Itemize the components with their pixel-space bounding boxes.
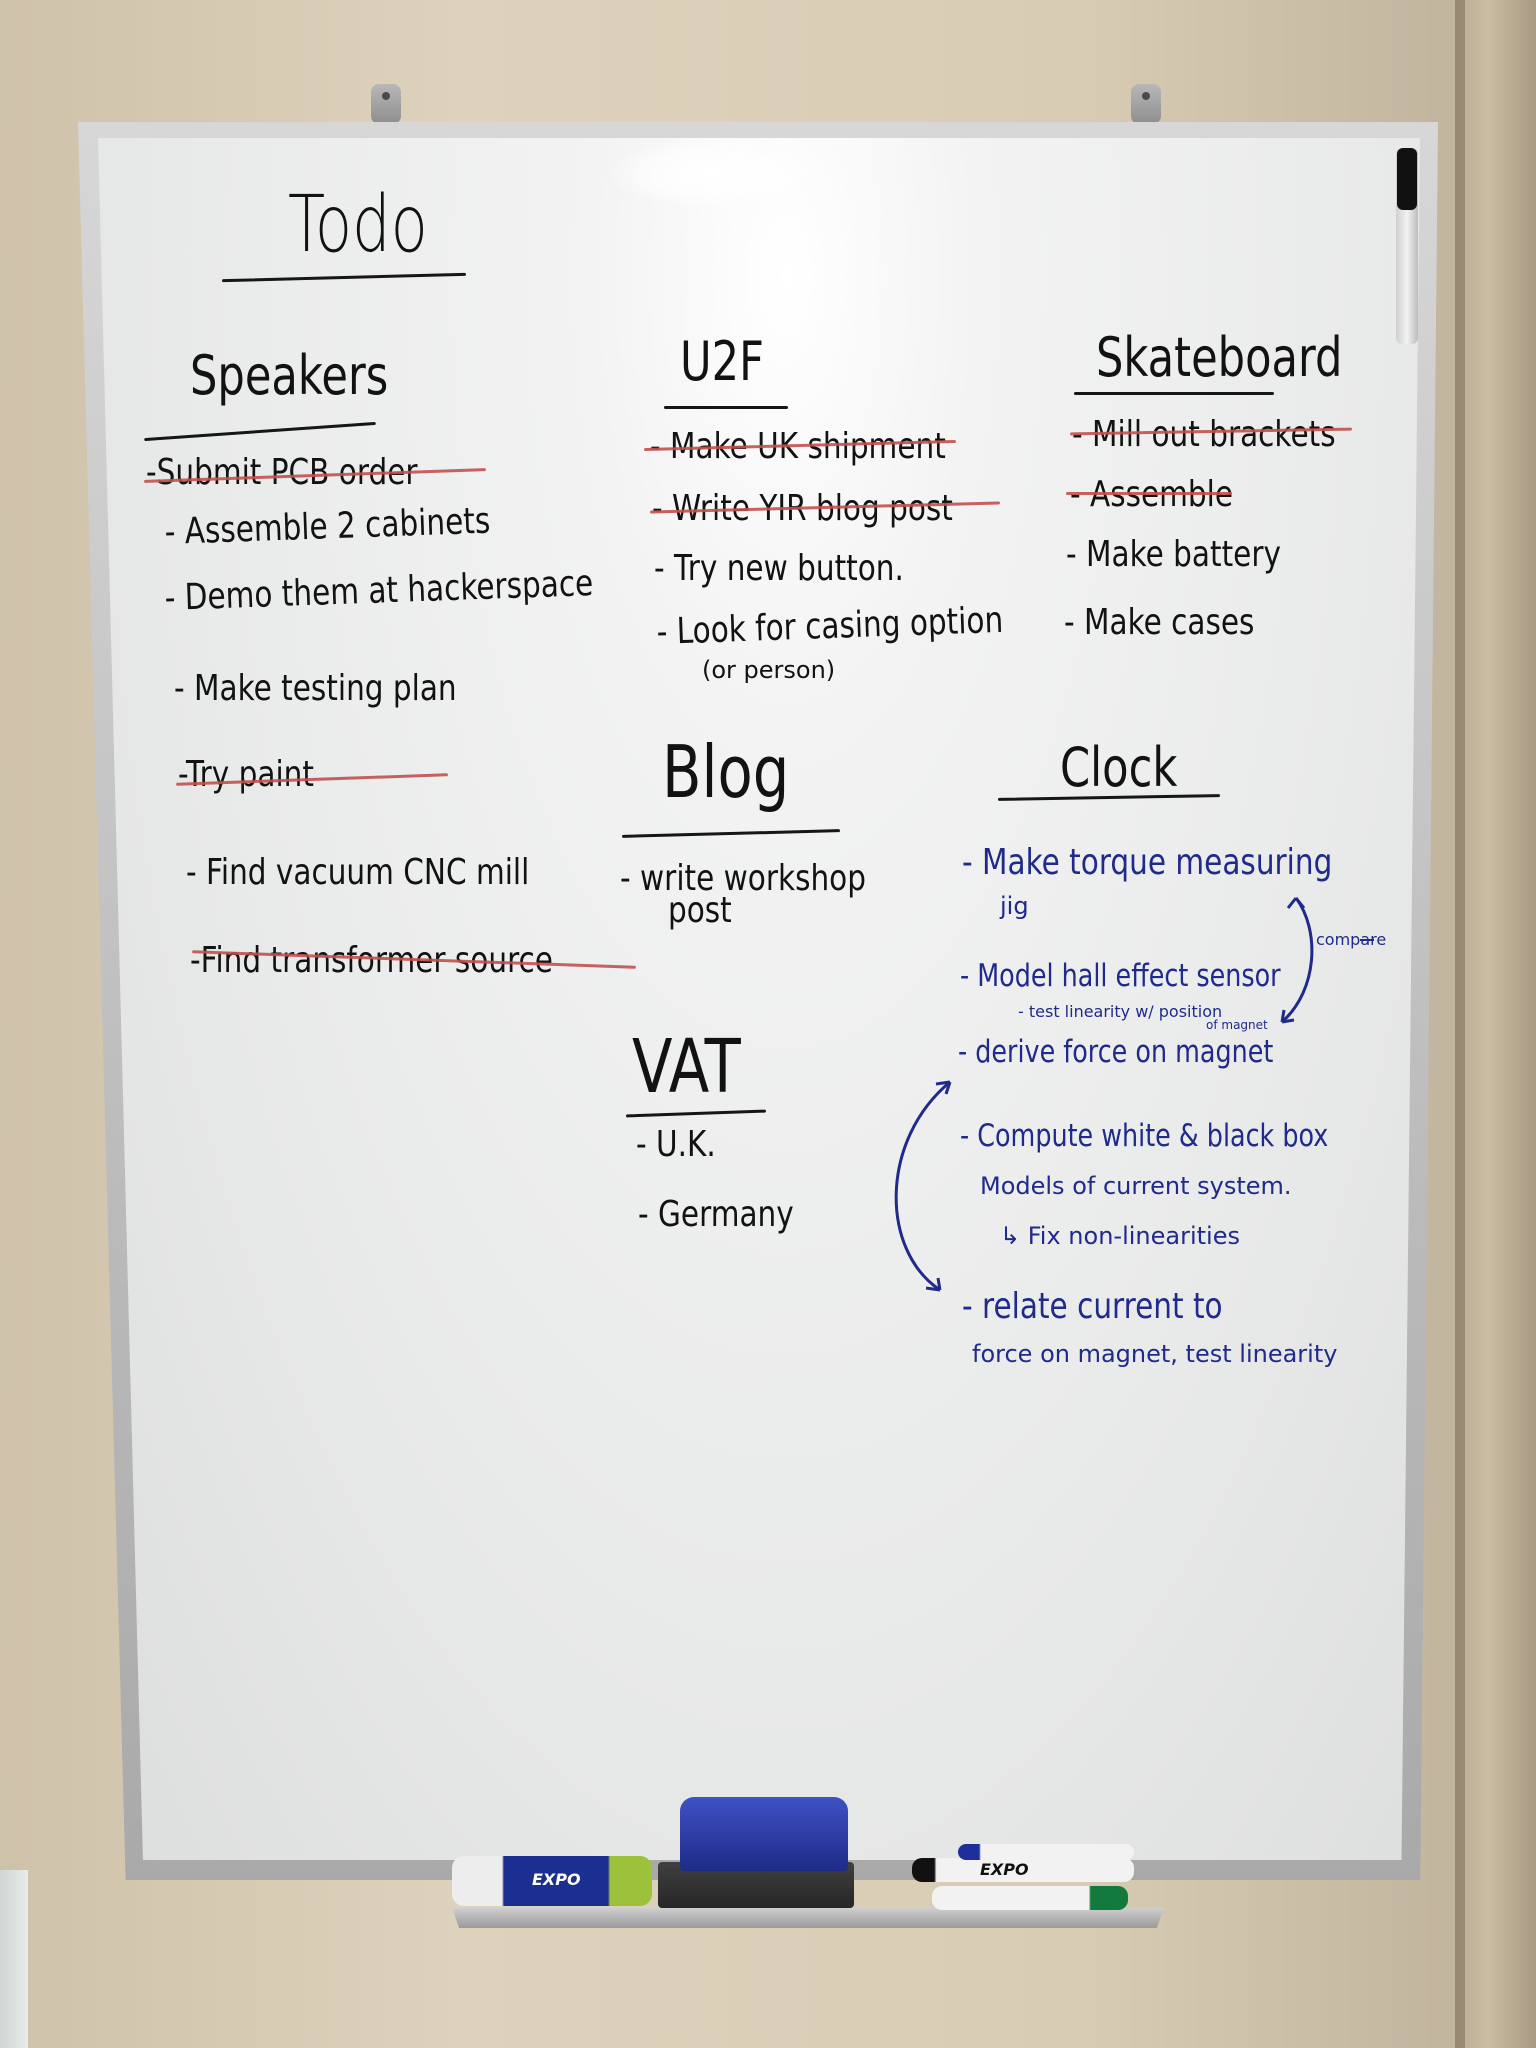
spray-brand-label: EXPO <box>532 1870 581 1889</box>
vat-item-1: - U.K. <box>636 1124 716 1165</box>
blue-marker <box>958 1844 1134 1860</box>
blog-heading: Blog <box>662 730 790 814</box>
speakers-item-5: -Try paint <box>178 754 314 795</box>
wall-shadow <box>1455 0 1465 2048</box>
u2f-item-4-note: (or person) <box>702 656 836 684</box>
relate-arrowhead-bottom <box>925 1277 942 1292</box>
compare-arrow <box>1281 897 1314 1024</box>
clock-item-5-cont: force on magnet, test linearity <box>972 1340 1338 1368</box>
board-title: Todo <box>288 180 428 270</box>
vat-heading: VAT <box>632 1024 741 1110</box>
clock-item-4-cont: Models of current system. <box>980 1172 1292 1200</box>
skateboard-heading: Skateboard <box>1096 326 1343 389</box>
marker-brand-label: EXPO <box>980 1860 1029 1879</box>
skateboard-item-3: - Make battery <box>1066 534 1281 575</box>
speakers-item-6: - Find vacuum CNC mill <box>186 852 530 893</box>
clock-heading: Clock <box>1060 736 1178 799</box>
relate-arrow <box>894 1080 951 1292</box>
compare-arrowhead-top <box>1286 897 1306 909</box>
skateboard-item-4: - Make cases <box>1064 602 1255 643</box>
clock-annotation: compare <box>1316 930 1387 949</box>
mounting-hook-left <box>371 84 401 124</box>
clock-item-4: - Compute white & black box <box>960 1118 1329 1154</box>
green-marker <box>932 1886 1128 1910</box>
strikethrough <box>1066 492 1232 495</box>
u2f-underline <box>664 406 788 409</box>
speakers-item-4: - Make testing plan <box>174 668 457 709</box>
marker-tray <box>452 1908 1164 1928</box>
tissue-box-edge <box>0 1870 28 2048</box>
relate-arrowhead <box>935 1080 952 1095</box>
vat-item-2: - Germany <box>638 1194 794 1235</box>
marker-cap <box>1397 148 1417 210</box>
clock-item-2-sub-cont: of magnet <box>1206 1018 1268 1032</box>
blog-item-1: - write workshop <box>620 858 866 899</box>
clock-item-2: - Model hall effect sensor <box>960 958 1281 994</box>
light-glare <box>612 138 812 208</box>
clock-item-2-sub: - test linearity w/ position <box>1018 1002 1223 1021</box>
eraser-handle <box>680 1797 848 1871</box>
clock-item-1-cont: jig <box>1000 892 1029 920</box>
expo-spray-bottle <box>452 1856 652 1906</box>
u2f-item-3: - Try new button. <box>654 548 904 589</box>
skateboard-underline <box>1074 392 1274 395</box>
u2f-heading: U2F <box>680 330 764 393</box>
compare-arrowhead <box>1280 1009 1295 1024</box>
wall-right-edge <box>1455 0 1536 2048</box>
speakers-heading: Speakers <box>190 344 389 407</box>
clock-item-4-sub: ↳ Fix non-linearities <box>1000 1222 1240 1250</box>
mounting-hook-right <box>1131 84 1161 124</box>
clock-item-3: - derive force on magnet <box>958 1034 1274 1070</box>
clock-item-1: - Make torque measuring <box>962 842 1333 883</box>
black-marker <box>912 1858 1134 1882</box>
clock-item-5: - relate current to <box>962 1286 1223 1327</box>
blog-item-1-cont: post <box>668 890 732 931</box>
